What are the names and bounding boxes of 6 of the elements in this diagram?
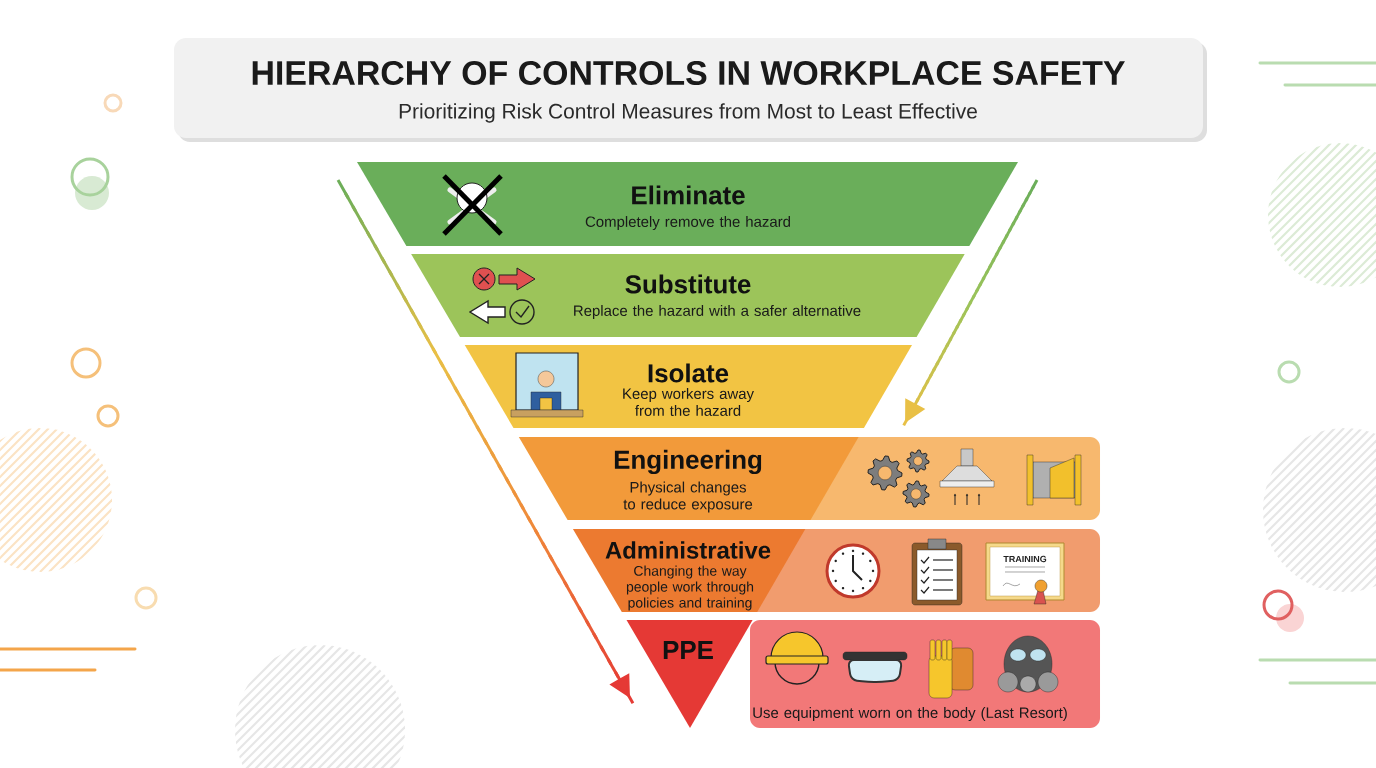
hierarchy-band: Administrative Changing the way people work through policies and training [572, 529, 806, 612]
hierarchy-band: Engineering Physical changes to reduce exposure [518, 437, 859, 520]
title-banner: HIERARCHY OF CONTROLS IN WORKPLACE SAFETY Prioritizing Risk Control Measures from Most to Least Effective [174, 38, 1207, 142]
node-label: Use equipment worn on the body (Last Resort) [753, 707, 1067, 721]
hierarchy-band: PPE Use equipment worn on the body (Last Resort) [626, 620, 1067, 728]
certificate-drawing: TRAINING [985, 542, 1065, 605]
